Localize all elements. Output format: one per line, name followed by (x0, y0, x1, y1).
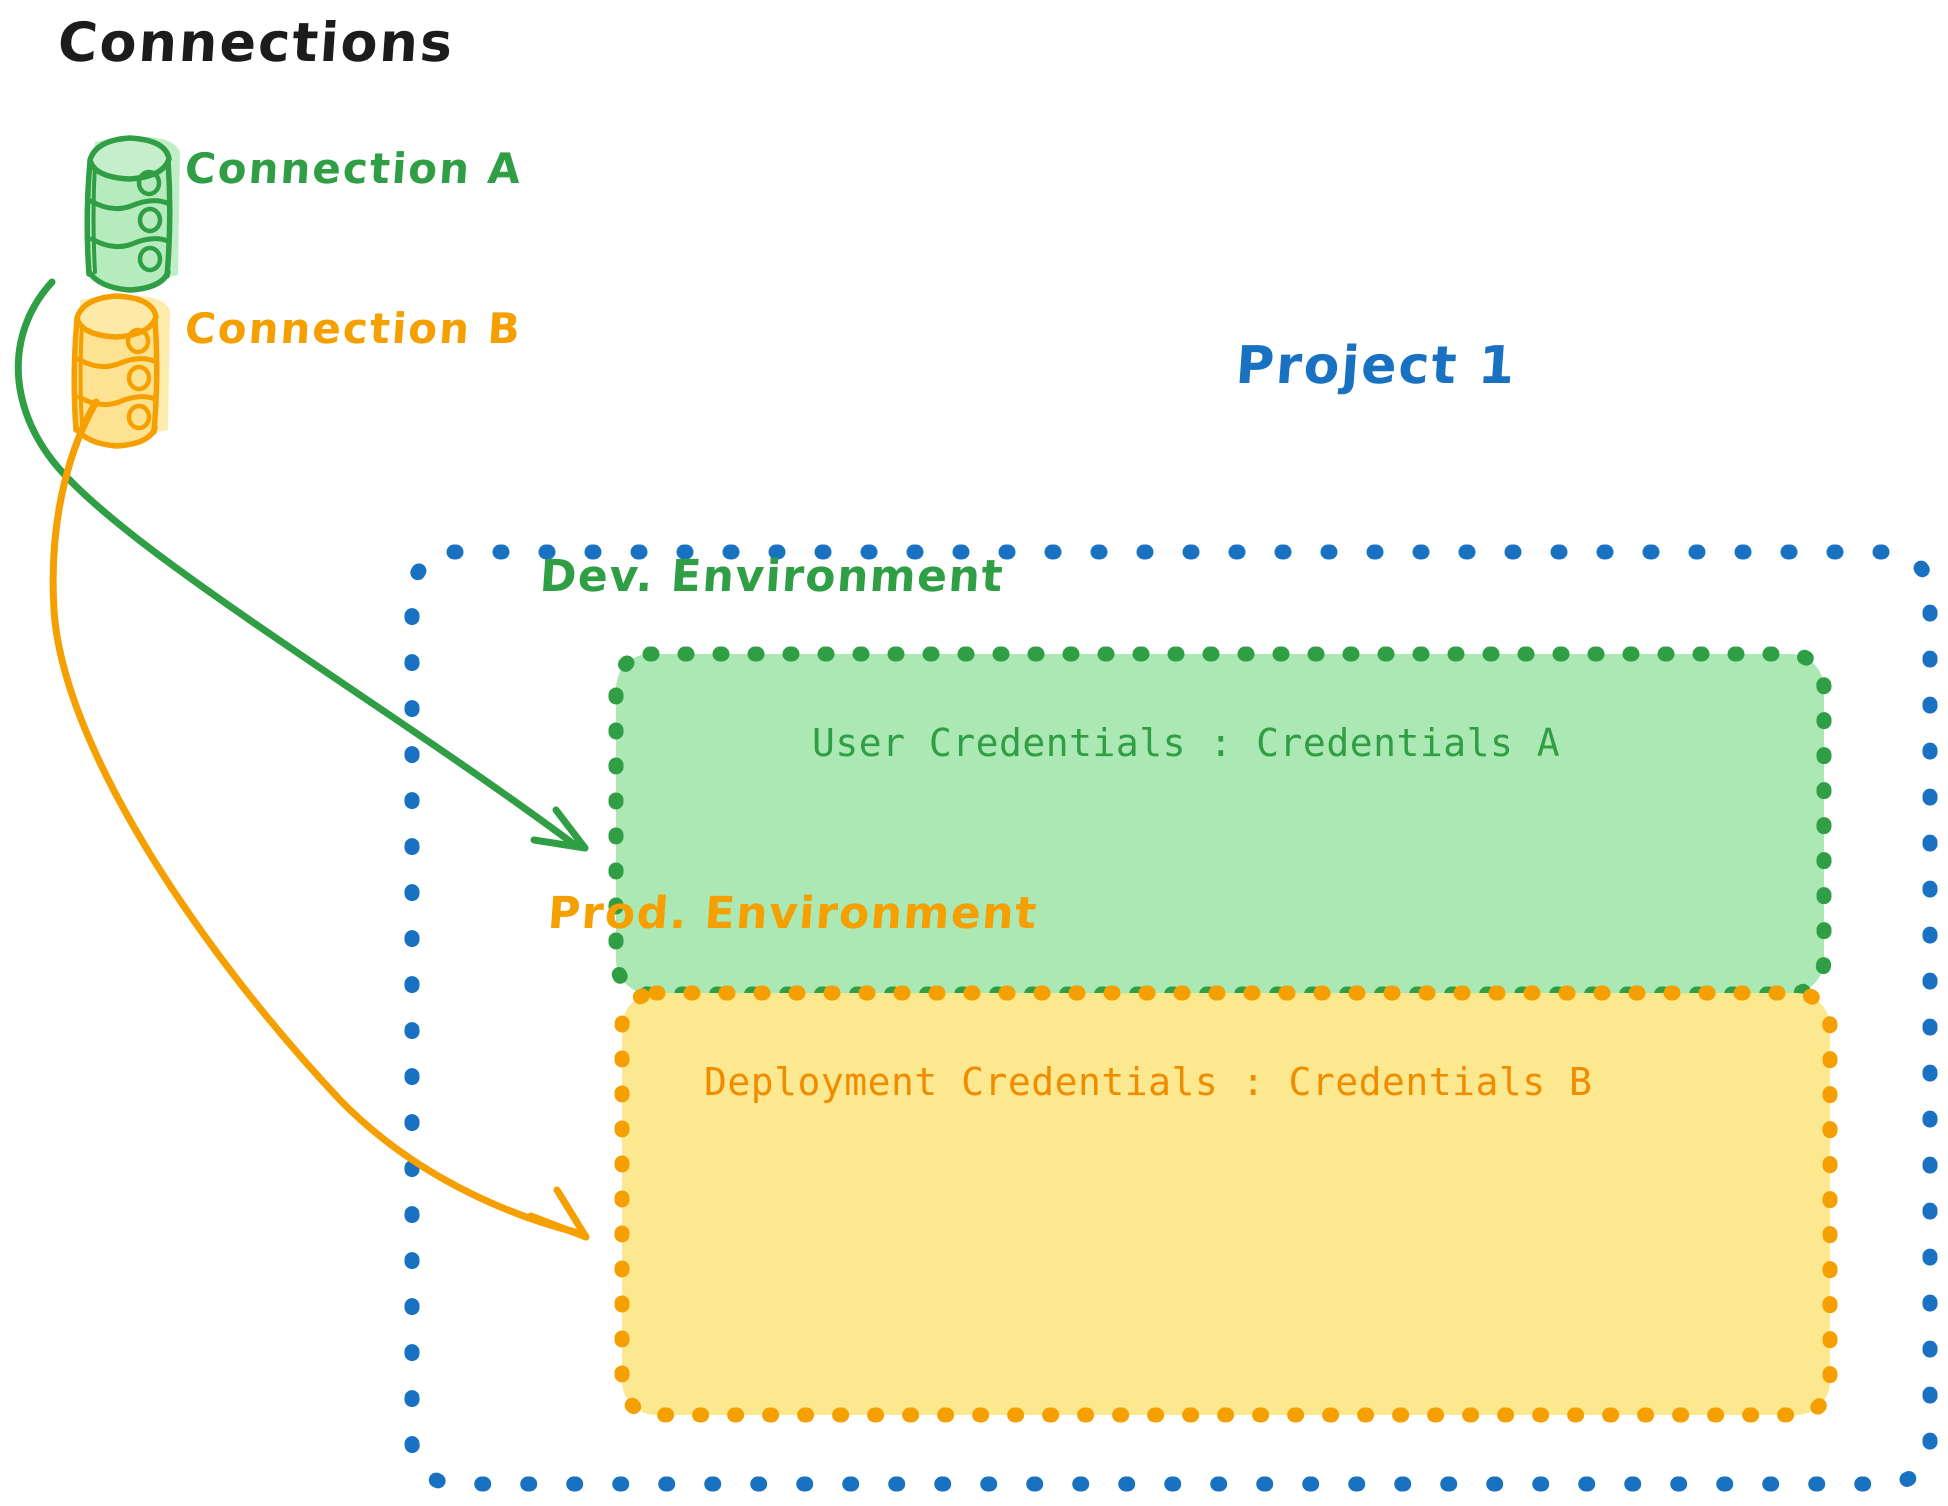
arrow-connection-a-to-dev (14, 278, 589, 852)
dev-environment-title: Dev. Environment (538, 551, 1006, 602)
dev-environment-box[interactable] (608, 646, 1832, 1002)
connections-heading: Connections (55, 11, 457, 74)
database-icon[interactable] (71, 293, 170, 449)
database-icon[interactable] (84, 135, 180, 293)
connection-a-icon-hit[interactable] (70, 132, 178, 294)
connection-a-label: Connection A (183, 144, 524, 193)
project-container-border (404, 544, 1938, 1492)
connection-b-label: Connection B (183, 304, 524, 353)
connection-b-icon-hit[interactable] (58, 290, 166, 452)
prod-environment-credentials: Deployment Credentials : Credentials B (704, 1060, 1593, 1104)
prod-environment-box[interactable] (614, 985, 1838, 1423)
dev-environment-credentials: User Credentials : Credentials A (812, 721, 1561, 765)
project-title: Project 1 (1233, 336, 1519, 396)
arrow-connection-b-to-prod (49, 398, 590, 1241)
prod-environment-title: Prod. Environment (546, 888, 1040, 939)
